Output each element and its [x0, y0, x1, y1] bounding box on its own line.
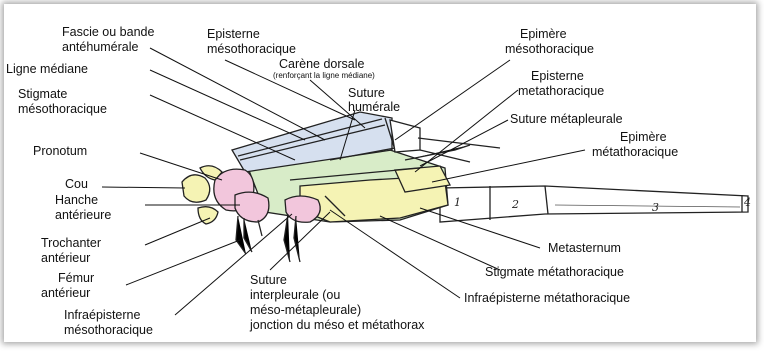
label-epimere-meta-2: métathoracique [592, 145, 678, 159]
label-hanche-2: antérieure [55, 208, 111, 222]
label-ligne-mediane: Ligne médiane [6, 62, 88, 76]
segment-number-3: 3 [652, 201, 659, 214]
leader-trochanter [145, 218, 210, 245]
leader-suture-metapleurale [420, 120, 508, 166]
leg-2b [294, 216, 300, 262]
leader-stigmate-meta [380, 216, 500, 270]
label-suture-interpleurale-1: Suture [250, 273, 287, 287]
leader-episterne-meta [415, 90, 518, 172]
leader-cou [102, 187, 185, 188]
diagram-frame: 1 2 3 4 Fascie ou bande antéhumérale Epi… [4, 4, 756, 342]
label-stigmate-meso-1: Stigmate [18, 87, 67, 101]
label-suture-humerale-1: Suture [348, 86, 385, 100]
label-carene: Carène dorsale [279, 57, 365, 71]
label-episterne-meta-2: metathoracique [518, 84, 604, 98]
label-suture-interpleurale-4: jonction du méso et métathorax [249, 318, 425, 332]
label-episterne-meta-1: Episterne [531, 69, 584, 83]
label-fascie-2: antéhumérale [62, 40, 138, 54]
segment-number-4: 4 [743, 196, 751, 209]
label-episterne-meso-2: mésothoracique [207, 42, 296, 56]
leg-3 [258, 220, 262, 236]
label-suture-interpleurale-3: méso-métapleurale) [250, 303, 361, 317]
label-femur-1: Fémur [58, 271, 94, 285]
label-stigmate-meso-2: mésothoracique [18, 102, 107, 116]
label-infraepisterne-meso-1: Infraépisterne [64, 308, 140, 322]
neck-plate [182, 175, 210, 202]
label-epimere-meso-2: mésothoracique [505, 42, 594, 56]
leader-stigmate-meso [150, 95, 295, 160]
infraepisterne-meso-plate [285, 196, 320, 222]
wing-base-1 [390, 120, 420, 152]
label-suture-humerale-2: humérale [348, 100, 400, 114]
abdomen-shape [440, 186, 748, 222]
label-pronotum: Pronotum [33, 144, 87, 158]
label-infraepisterne-meso-2: mésothoracique [64, 323, 153, 337]
label-epimere-meta-1: Epimère [620, 130, 667, 144]
wing-vein-1 [418, 138, 500, 148]
label-carene-note: (renforçant la ligne médiane) [273, 71, 375, 80]
label-episterne-meso-1: Episterne [207, 27, 260, 41]
leg-2 [284, 214, 290, 262]
label-stigmate-meta: Stigmate métathoracique [485, 265, 624, 279]
label-fascie-1: Fascie ou bande [62, 25, 154, 39]
label-cou: Cou [65, 177, 88, 191]
segment-number-2: 2 [511, 198, 519, 211]
label-femur-2: antérieur [41, 286, 90, 300]
leader-femur [126, 240, 240, 285]
segment-number-1: 1 [454, 196, 461, 209]
leg-1b [244, 218, 252, 252]
label-suture-interpleurale-2: interpleurale (ou [250, 288, 340, 302]
label-infraepisterne-meta: Infraépisterne métathoracique [464, 291, 630, 305]
label-metasternum: Metasternum [548, 241, 621, 255]
label-epimere-meso-1: Epimère [520, 27, 567, 41]
label-trochanter-1: Trochanter [41, 236, 101, 250]
label-trochanter-2: antérieur [41, 251, 90, 265]
leader-epimere-meta [432, 150, 585, 182]
hanche-plate [235, 192, 269, 222]
label-hanche-1: Hanche [55, 193, 98, 207]
thorax-diagram: 1 2 3 4 Fascie ou bande antéhumérale Epi… [4, 4, 756, 342]
label-suture-metapleurale: Suture métapleurale [510, 112, 623, 126]
